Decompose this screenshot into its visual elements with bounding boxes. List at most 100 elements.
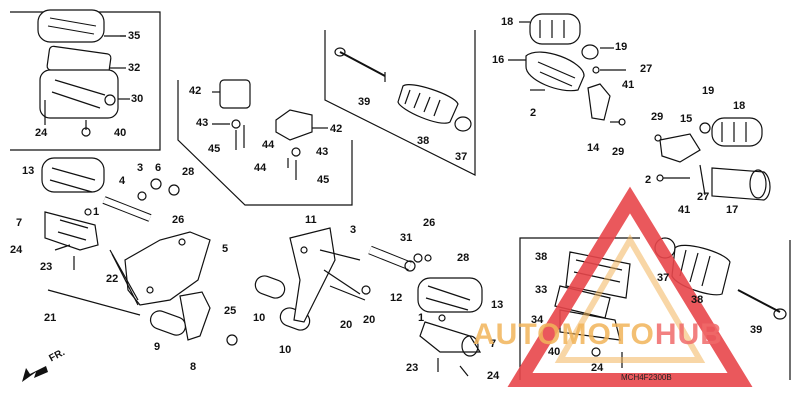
part-7a-bracket: [44, 211, 99, 251]
part-9-grip: [149, 310, 187, 336]
callout-38a: 38: [417, 135, 430, 147]
callout-32: 32: [128, 62, 141, 74]
part-38-grip: [397, 84, 459, 124]
part-5-bracket: [124, 231, 211, 306]
callout-26b: 26: [423, 217, 436, 229]
callout-25: 25: [224, 305, 237, 317]
callout-41b: 41: [678, 204, 691, 216]
callout-11: 11: [305, 214, 317, 226]
callout-2b: 2: [645, 174, 652, 186]
watermark-text: AUTOMOTOHUB: [473, 318, 723, 352]
callout-13b: 13: [491, 299, 504, 311]
callout-29b: 29: [651, 111, 664, 123]
callout-45b: 45: [317, 174, 330, 186]
callout-1a: 1: [93, 206, 100, 218]
callout-44a: 44: [262, 139, 275, 151]
callout-37b: 37: [657, 272, 670, 284]
callout-38b: 38: [535, 251, 548, 263]
callout-30: 30: [131, 93, 144, 105]
part-18b-rubber: [711, 117, 763, 147]
callout-29a: 29: [612, 146, 625, 158]
callout-33: 33: [535, 284, 548, 296]
part-35-rubber: [37, 9, 105, 43]
callout-19a: 19: [615, 41, 628, 53]
callout-20b: 20: [363, 314, 376, 326]
watermark-part1: AUTO: [473, 318, 562, 351]
callout-19b: 19: [702, 85, 715, 97]
part-11-bracket: [289, 227, 336, 323]
callout-35: 35: [128, 30, 141, 42]
part-7b-bracket: [419, 321, 482, 353]
callout-18b: 18: [733, 100, 746, 112]
part-16-step: [525, 51, 585, 92]
part-18-rubber: [529, 13, 581, 45]
callout-3a: 3: [137, 162, 144, 174]
callout-14: 14: [587, 142, 600, 154]
callout-21: 21: [44, 312, 57, 324]
callout-10b: 10: [279, 344, 292, 356]
callout-22: 22: [106, 273, 119, 285]
callout-34: 34: [531, 314, 544, 326]
callout-7a: 7: [16, 217, 23, 229]
callout-12: 12: [390, 292, 403, 304]
callout-1b: 1: [418, 312, 425, 324]
callout-27b: 27: [697, 191, 710, 203]
front-arrow-icon: [22, 366, 48, 382]
callout-2a: 2: [530, 107, 537, 119]
callout-41a: 41: [622, 79, 635, 91]
callout-44b: 44: [254, 162, 267, 174]
callout-18a: 18: [501, 16, 514, 28]
box-bolts: [177, 80, 353, 206]
callout-43a: 43: [196, 117, 209, 129]
part-14-bracket: [587, 83, 611, 121]
callout-6: 6: [155, 162, 162, 174]
callout-28a: 28: [182, 166, 195, 178]
callout-24c: 24: [487, 370, 500, 382]
callout-27a: 27: [640, 63, 653, 75]
callout-4: 4: [119, 175, 126, 187]
callout-45a: 45: [208, 143, 221, 155]
callout-15: 15: [680, 113, 693, 125]
part-13b-rubber: [417, 277, 483, 313]
diagram-code: MCH4F2300B: [621, 373, 672, 382]
callout-5: 5: [222, 243, 229, 255]
callout-20a: 20: [340, 319, 353, 331]
callout-7b: 7: [490, 338, 497, 350]
callout-42b: 42: [330, 123, 343, 135]
part-13a-rubber: [41, 157, 105, 193]
callout-24b: 24: [10, 244, 23, 256]
callout-37a: 37: [455, 151, 468, 163]
callout-39b: 39: [750, 324, 763, 336]
watermark-logo: [507, 186, 753, 387]
callout-13a: 13: [22, 165, 35, 177]
part-15-bracket: [659, 133, 701, 163]
callout-10a: 10: [253, 312, 266, 324]
callout-9: 9: [154, 341, 161, 353]
part-37-ring: [454, 116, 472, 132]
callout-23b: 23: [406, 362, 419, 374]
callout-42a: 42: [189, 85, 202, 97]
box-grip-top: [324, 30, 476, 176]
callout-17: 17: [726, 204, 739, 216]
watermark-part2: MOTO: [561, 318, 655, 351]
callout-39a: 39: [358, 96, 371, 108]
callout-16: 16: [492, 54, 505, 66]
callout-40b: 40: [548, 346, 561, 358]
callout-40a: 40: [114, 127, 127, 139]
callout-28b: 28: [457, 252, 470, 264]
callout-24d: 24: [591, 362, 604, 374]
callout-24a: 24: [35, 127, 48, 139]
callout-31: 31: [400, 232, 413, 244]
callout-43b: 43: [316, 146, 329, 158]
part-10a-grip: [254, 275, 286, 299]
callout-3b: 3: [350, 224, 357, 236]
watermark-part3: HUB: [654, 318, 723, 351]
part-17-step: [711, 167, 771, 201]
part-8-bracket: [179, 291, 211, 341]
part-30-step: [39, 69, 119, 119]
part-42-bracket: [219, 79, 251, 109]
callout-38c: 38: [691, 294, 704, 306]
callout-23a: 23: [40, 261, 53, 273]
